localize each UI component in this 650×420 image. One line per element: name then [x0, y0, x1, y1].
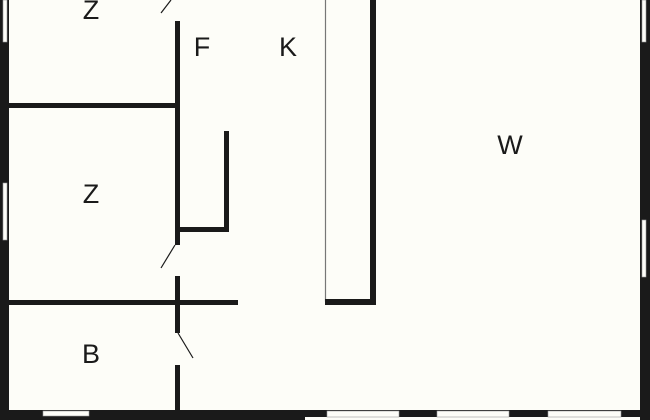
bottom-outer-wall-left: [0, 410, 305, 420]
room-label-bedroom-2: Z: [83, 179, 100, 209]
hall-wall-lower: [175, 365, 180, 413]
closet-wall-horizontal: [180, 227, 229, 232]
closet-wall-vertical: [224, 131, 229, 232]
door-swing-bedroom-2: [160, 244, 176, 269]
room-label-bedroom-1: Z: [83, 0, 100, 25]
bathroom-divider-wall: [9, 300, 238, 305]
door-swing-bedroom-1: [160, 0, 172, 14]
kitchen-counter-edge: [370, 0, 376, 305]
bottom-window-bathroom: [42, 410, 90, 417]
room-label-living: W: [497, 130, 523, 160]
left-window-middle: [2, 182, 8, 241]
right-window-top: [641, 0, 647, 43]
bedroom-divider-wall: [9, 103, 178, 108]
room-label-bathroom: B: [82, 339, 100, 369]
kitchen-counter-bottom: [325, 299, 376, 305]
hall-wall-upper: [175, 21, 180, 245]
room-label-kitchen: K: [279, 32, 297, 62]
left-window-top: [2, 0, 8, 43]
right-outer-wall: [640, 0, 650, 420]
bottom-window-3: [547, 410, 622, 418]
door-swing-bathroom: [177, 332, 194, 359]
right-window-middle: [641, 219, 647, 278]
bottom-window-2: [436, 410, 510, 418]
room-label-hallway: F: [194, 32, 211, 62]
bottom-window-1: [326, 410, 400, 418]
